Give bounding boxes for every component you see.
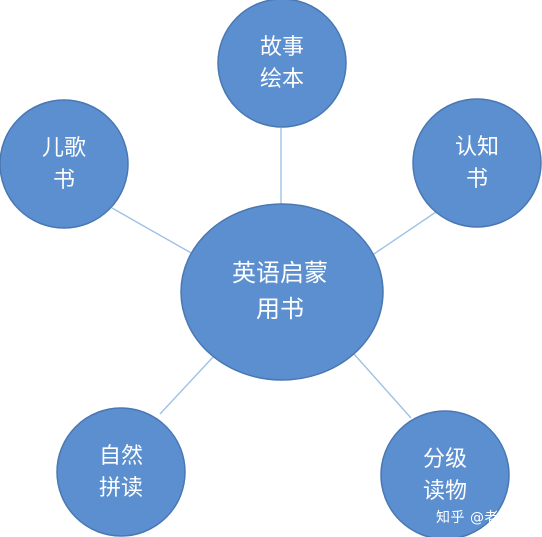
connector-nursery-rhymes xyxy=(111,207,194,255)
node-story-books-line1: 故事 xyxy=(260,35,304,60)
connector-graded-readers xyxy=(353,353,412,419)
watermark-text: 知乎 @老沐哥 xyxy=(436,510,528,526)
connector-cognitive-books xyxy=(367,211,437,259)
node-nursery-rhymes: 儿歌 书 xyxy=(0,99,129,229)
center-node-line2: 用书 xyxy=(256,295,304,323)
node-story-books: 故事 绘本 xyxy=(217,0,347,128)
node-cognitive-books-line2: 书 xyxy=(466,167,488,192)
node-phonics-line2: 拼读 xyxy=(99,476,143,501)
center-node-line1: 英语启蒙 xyxy=(232,259,328,287)
center-node: 英语启蒙 用书 xyxy=(180,203,384,381)
node-cognitive-books: 认知 书 xyxy=(412,98,542,228)
node-phonics: 自然 拼读 xyxy=(56,407,186,537)
node-graded-readers-line1: 分级 xyxy=(423,447,467,472)
node-cognitive-books-line1: 认知 xyxy=(455,135,499,160)
node-graded-readers-line2: 读物 xyxy=(423,479,467,504)
node-story-books-line2: 绘本 xyxy=(260,67,304,92)
node-nursery-rhymes-line2: 书 xyxy=(53,168,75,193)
node-nursery-rhymes-line1: 儿歌 xyxy=(42,136,86,161)
node-phonics-line1: 自然 xyxy=(99,444,143,469)
node-graded-readers: 分级 读物 xyxy=(380,410,510,537)
connector-phonics xyxy=(159,355,215,415)
